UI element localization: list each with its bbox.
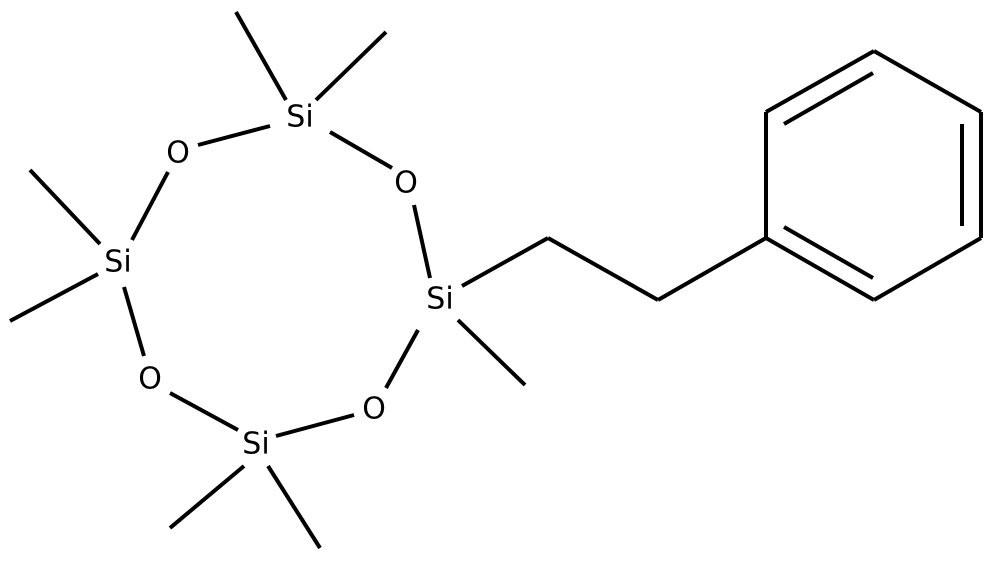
bond-si-bottom-o-bottom-right: [275, 413, 355, 438]
bond-o-top-right-si-right: [412, 204, 432, 279]
bond-ring-6: [765, 236, 875, 302]
atom-labels: Si O O Si Si O O Si: [104, 100, 453, 462]
bond-si-top-o-top-right: [328, 130, 394, 170]
bond-si-bottom-methyl-1: [168, 464, 246, 530]
bond-ch2-ch2: [547, 236, 659, 302]
atom-o-top-right: O: [394, 166, 418, 201]
bond-o-top-left-si-left: [130, 171, 170, 241]
atom-si-right: Si: [426, 282, 453, 317]
bond-ring-double-1: [783, 71, 874, 126]
bond-ring-double-3: [783, 225, 874, 280]
bond-si-top-o-top-left: [197, 124, 271, 147]
bond-o-bottom-left-si-bottom: [169, 391, 239, 432]
bond-si-left-methyl-2: [9, 272, 99, 323]
atom-o-top-left: O: [166, 136, 190, 171]
bond-si-top-methyl-1: [234, 11, 288, 101]
bond-si-top-methyl-2: [314, 30, 388, 102]
bond-o-bottom-right-si-right: [384, 329, 420, 389]
atom-si-bottom: Si: [242, 427, 269, 462]
bond-si-left-methyl-1: [28, 168, 102, 246]
bond-ring-5: [872, 236, 983, 302]
bond-si-left-o-bottom-left: [122, 286, 146, 357]
atom-si-left: Si: [104, 245, 131, 280]
bond-si-right-ch2: [461, 236, 549, 288]
bonds: [9, 11, 983, 550]
bond-ring-2: [765, 49, 875, 114]
atom-si-top: Si: [286, 100, 313, 135]
bond-si-bottom-methyl-2: [266, 464, 322, 550]
atom-o-bottom-right: O: [362, 392, 386, 427]
bond-si-right-methyl: [456, 318, 527, 387]
bond-ring-3: [873, 49, 982, 114]
atom-o-bottom-left: O: [138, 362, 162, 397]
bond-ch2-phenyl: [657, 236, 767, 302]
